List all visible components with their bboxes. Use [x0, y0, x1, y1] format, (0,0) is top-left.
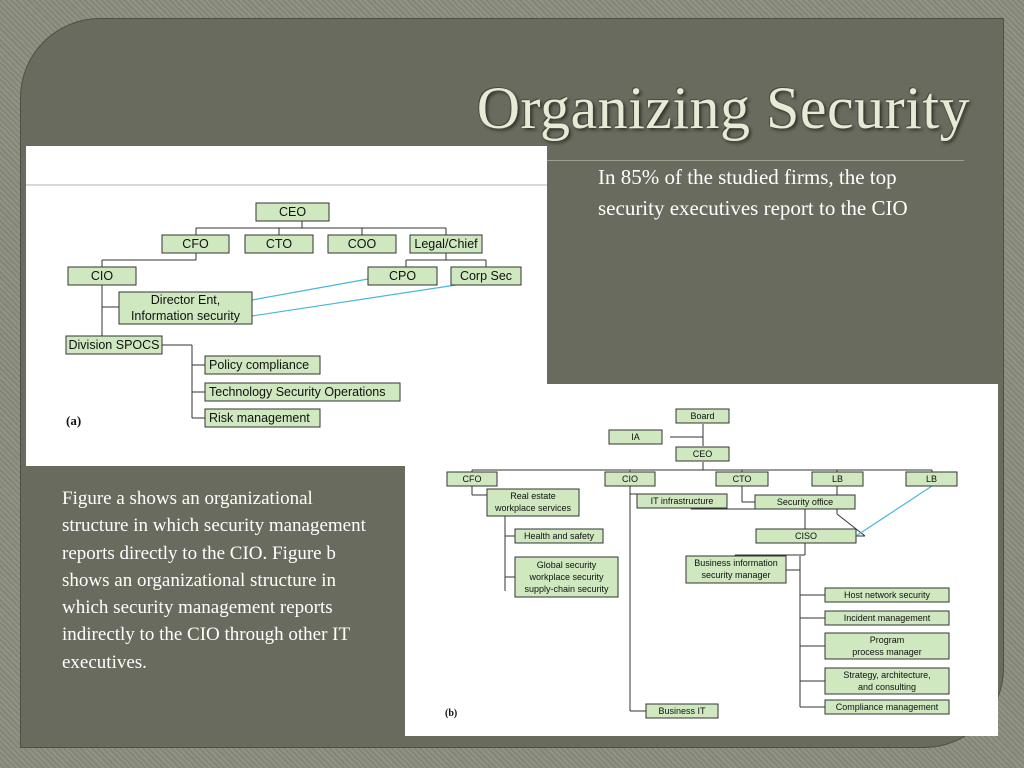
figure-a-node-coo: COO: [327, 234, 397, 254]
figure-b-node-incident: Incident management: [824, 610, 950, 626]
figure-b-node-ciso: CISO: [755, 528, 857, 544]
figure-b-node-it-infrastructure: IT infrastructure: [636, 493, 728, 509]
svg-text:workplace services: workplace services: [494, 503, 572, 513]
svg-text:Information security: Information security: [131, 309, 241, 323]
figure-a-node-director: Director Ent, Information security: [118, 291, 253, 325]
svg-text:Health and safety: Health and safety: [524, 531, 595, 541]
caption-left: Figure a shows an organizational structu…: [62, 488, 366, 673]
svg-text:CEO: CEO: [279, 205, 306, 219]
figure-b-node-health: Health and safety: [514, 528, 604, 544]
figure-b-node-cfo: CFO: [446, 471, 498, 487]
svg-text:and consulting: and consulting: [858, 682, 916, 692]
svg-text:Board: Board: [690, 411, 714, 421]
figure-b-node-business-it: Business IT: [645, 703, 719, 719]
figure-a-label: (a): [66, 413, 81, 428]
figure-a-node-corp-sec: Corp Sec: [450, 266, 522, 286]
figure-b-node-security-office: Security office: [754, 494, 856, 510]
svg-text:Program: Program: [870, 635, 905, 645]
svg-text:Legal/Chief: Legal/Chief: [414, 237, 478, 251]
figure-a-svg: CEO CFO CTO COO Legal/Chief CIO CPO Cor: [26, 184, 547, 428]
svg-text:Policy compliance: Policy compliance: [209, 358, 309, 372]
figure-b-node-program: Program process manager: [824, 632, 950, 660]
figure-b-node-cto: CTO: [715, 471, 769, 487]
svg-text:Business IT: Business IT: [658, 706, 706, 716]
svg-text:Technology Security Operations: Technology Security Operations: [209, 385, 385, 399]
figure-a-node-cio: CIO: [67, 266, 137, 286]
figure-b-node-board: Board: [675, 408, 730, 424]
svg-text:LB: LB: [832, 474, 843, 484]
svg-text:IT infrastructure: IT infrastructure: [651, 496, 714, 506]
figure-a-node-division: Division SPOCS: [65, 335, 163, 355]
svg-text:CPO: CPO: [389, 269, 416, 283]
svg-text:Division SPOCS: Division SPOCS: [69, 338, 160, 352]
svg-text:Strategy, architecture,: Strategy, architecture,: [843, 670, 930, 680]
figure-b-connectors: [471, 424, 933, 712]
svg-text:Risk management: Risk management: [209, 411, 310, 425]
figure-a-node-cpo: CPO: [367, 266, 438, 286]
figure-b-node-lb-2: LB: [905, 471, 958, 487]
svg-text:CTO: CTO: [266, 237, 292, 251]
svg-text:Compliance management: Compliance management: [836, 702, 939, 712]
svg-text:CIO: CIO: [622, 474, 638, 484]
svg-text:security manager: security manager: [701, 570, 770, 580]
svg-text:process manager: process manager: [852, 647, 922, 657]
svg-text:CIO: CIO: [91, 269, 114, 283]
figure-b-node-strategy: Strategy, architecture, and consulting: [824, 667, 950, 695]
svg-text:CEO: CEO: [693, 449, 713, 459]
svg-text:CISO: CISO: [795, 531, 817, 541]
figure-a-connectors: [101, 221, 487, 419]
figure-b-node-real-estate: Real estate workplace services: [486, 488, 580, 517]
svg-text:Security office: Security office: [777, 497, 833, 507]
figure-a-node-cto: CTO: [244, 234, 314, 254]
svg-text:Director Ent,: Director Ent,: [151, 293, 220, 307]
figure-b-label: (b): [445, 708, 457, 719]
svg-text:supply-chain security: supply-chain security: [524, 584, 609, 594]
figure-a-node-ceo: CEO: [255, 202, 330, 222]
svg-text:workplace security: workplace security: [528, 572, 604, 582]
figure-b-node-lb-1: LB: [811, 471, 864, 487]
figure-b-node-global-security: Global security workplace security suppl…: [514, 556, 619, 598]
svg-text:Business information: Business information: [694, 558, 778, 568]
figure-a-node-risk: Risk management: [204, 408, 321, 428]
figure-b-node-bism: Business information security manager: [685, 555, 787, 584]
figure-b-node-host-network: Host network security: [824, 587, 950, 603]
figure-b-org-chart: Board IA CEO CFO CIO CTO LB LB: [405, 384, 998, 736]
svg-text:Real estate: Real estate: [510, 491, 556, 501]
figure-b-node-compliance: Compliance management: [824, 699, 950, 715]
caption-top: In 85% of the studied firms, the top sec…: [598, 165, 908, 220]
slide-title: Organizing Security: [476, 75, 970, 141]
svg-text:CFO: CFO: [463, 474, 482, 484]
svg-text:Global security: Global security: [537, 560, 597, 570]
figure-b-svg: Board IA CEO CFO CIO CTO LB LB: [445, 408, 958, 719]
figure-b-node-ia: IA: [608, 429, 663, 445]
svg-text:Host network security: Host network security: [844, 590, 931, 600]
figure-a-node-cfo: CFO: [161, 234, 230, 254]
svg-text:CTO: CTO: [733, 474, 752, 484]
figure-a-node-techops: Technology Security Operations: [204, 382, 401, 402]
title-divider: [530, 160, 964, 161]
svg-text:LB: LB: [926, 474, 937, 484]
svg-text:Incident management: Incident management: [844, 613, 931, 623]
svg-text:CFO: CFO: [182, 237, 209, 251]
figure-b-node-ceo: CEO: [675, 446, 730, 462]
figure-a-node-legal: Legal/Chief: [409, 234, 483, 254]
svg-text:Corp Sec: Corp Sec: [460, 269, 512, 283]
svg-text:IA: IA: [631, 432, 640, 442]
figure-a-node-policy: Policy compliance: [204, 355, 321, 375]
figure-b-node-cio: CIO: [604, 471, 656, 487]
svg-text:COO: COO: [348, 237, 377, 251]
